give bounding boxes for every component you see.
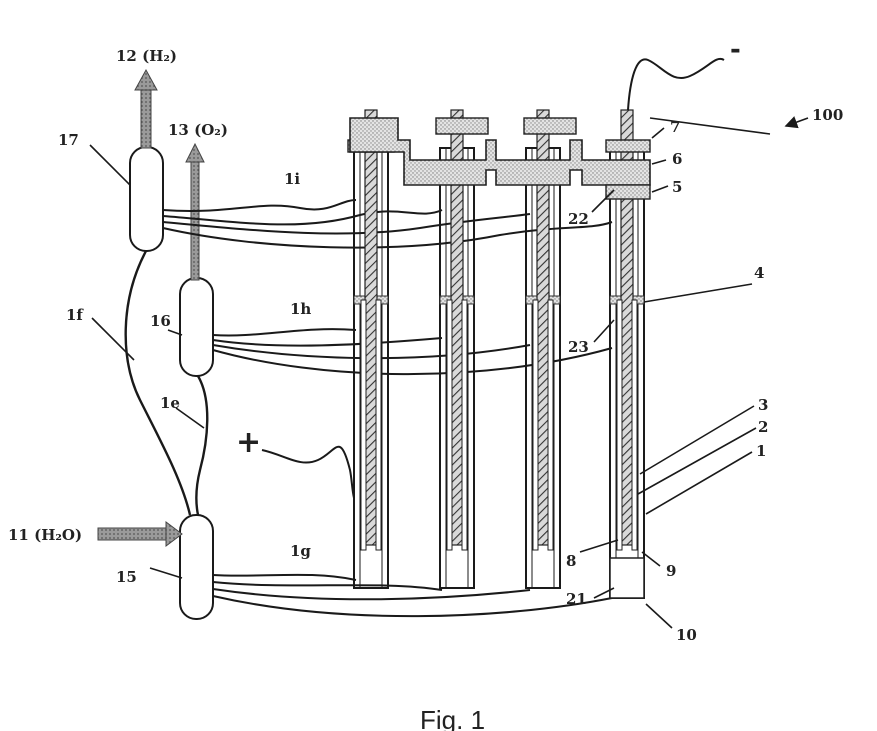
label-5: 5 [672, 178, 682, 196]
label-line-1f: 1f [66, 306, 84, 324]
positive-terminal-sign: + [236, 425, 261, 460]
label-3: 3 [758, 396, 768, 414]
label-21: 21 [566, 590, 587, 608]
label-out-o2: 13 (O₂) [168, 121, 228, 139]
label-vessel-17: 17 [58, 131, 79, 149]
label-line-1h: 1h [290, 300, 311, 318]
negative-lead-wire [628, 59, 724, 110]
top-bus-connector [348, 118, 650, 199]
label-6: 6 [672, 150, 682, 168]
label-in-water: 11 (H₂O) [8, 526, 82, 544]
label-line-1e: 1e [160, 394, 180, 412]
label-vessel-16: 16 [150, 312, 171, 330]
figure-caption: Fig. 1 [420, 705, 485, 731]
label-2: 2 [758, 418, 768, 436]
hose-bundle-1g [213, 575, 612, 616]
vessel-17 [130, 147, 163, 251]
electrolysis-cell [354, 110, 388, 588]
label-1: 1 [756, 442, 766, 460]
label-4: 4 [754, 264, 764, 282]
label-line-1i: 1i [284, 170, 300, 188]
vessel-16 [180, 278, 213, 376]
label-23: 23 [568, 338, 589, 356]
label-out-h2: 12 (H₂) [116, 47, 177, 65]
ref-100-arrow [786, 118, 808, 126]
label-reference-100: 100 [812, 106, 843, 124]
positive-lead-wire [262, 447, 354, 498]
label-8: 8 [566, 552, 576, 570]
label-22: 22 [568, 210, 589, 228]
label-10: 10 [676, 626, 697, 644]
water-inlet-arrow [98, 522, 182, 546]
h2-outlet-arrow [135, 70, 157, 148]
label-9: 9 [666, 562, 676, 580]
pipe-1e [196, 376, 207, 515]
label-vessel-15: 15 [116, 568, 137, 586]
vessel-15 [180, 515, 213, 619]
negative-terminal-sign: - [730, 35, 741, 65]
label-7: 7 [670, 118, 680, 136]
label-line-1g: 1g [290, 542, 311, 560]
